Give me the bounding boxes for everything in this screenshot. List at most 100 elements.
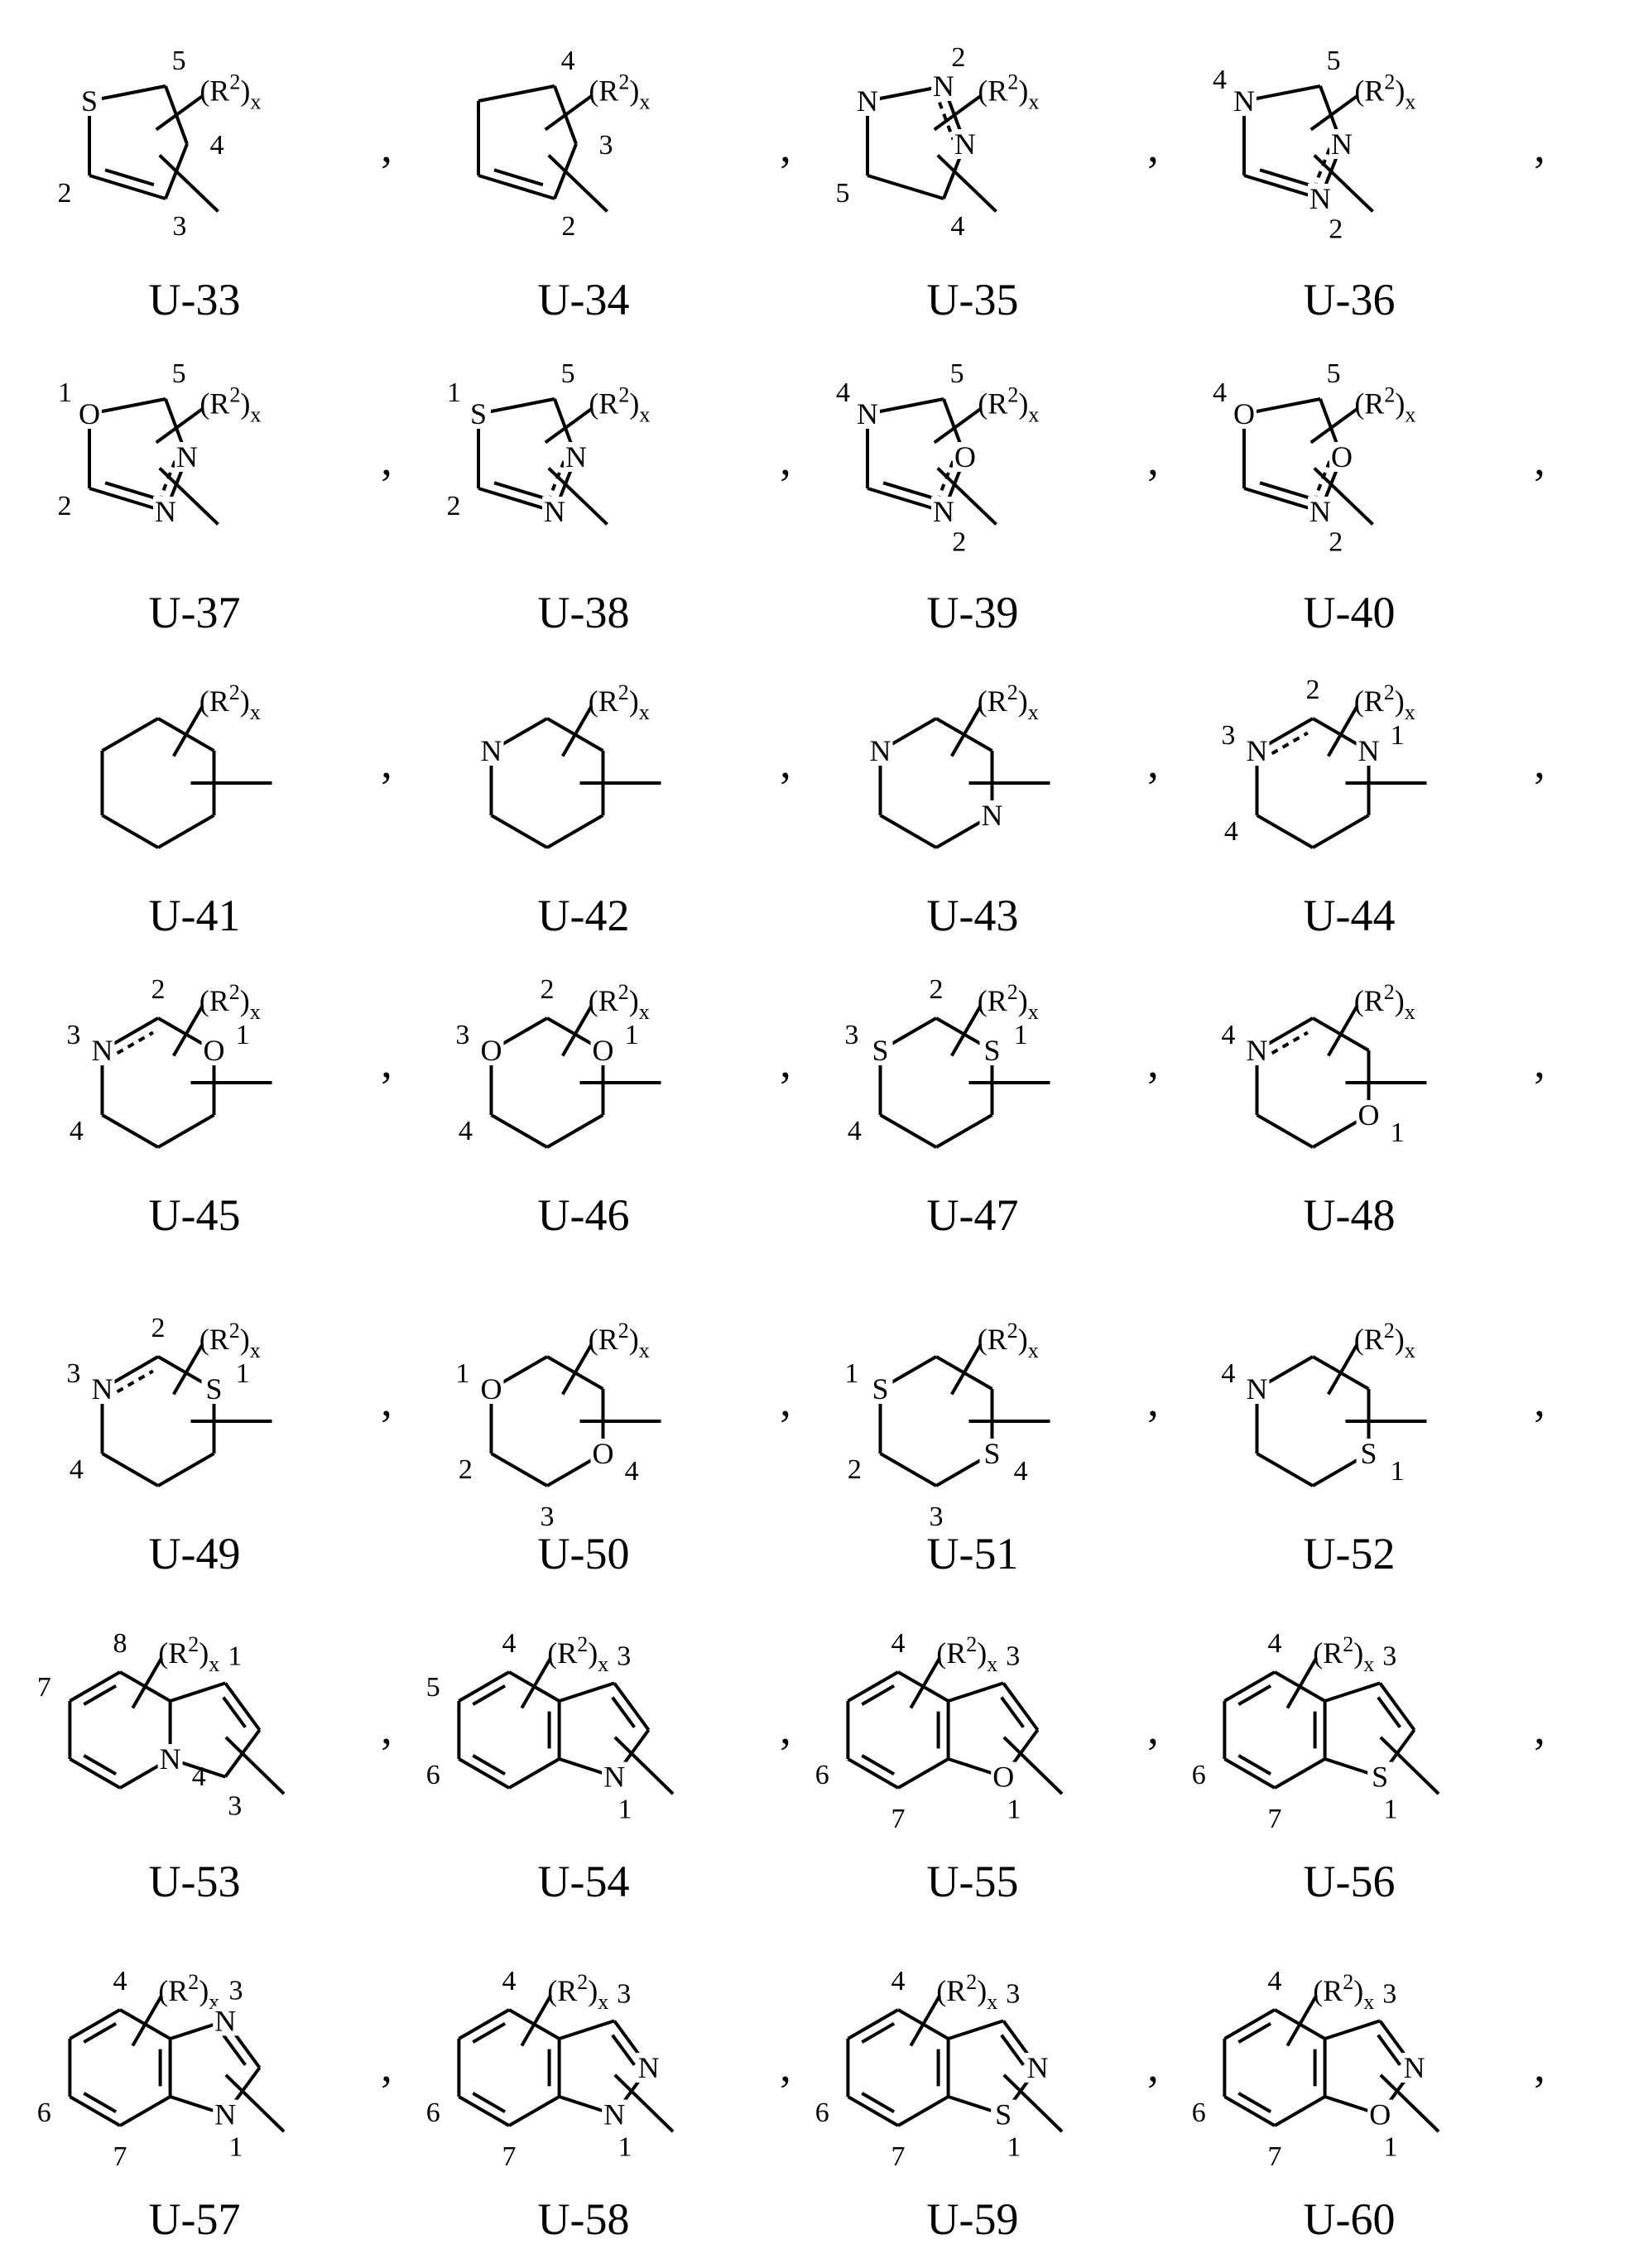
locant-number: 3 — [229, 1976, 243, 2006]
locant-number: 6 — [37, 2097, 51, 2128]
bond — [478, 86, 555, 101]
bond — [89, 175, 166, 199]
substituent-label: (R2)x — [936, 1970, 997, 2014]
bond — [103, 1115, 159, 1147]
atom-label: S — [872, 1034, 888, 1067]
locant-number: 6 — [815, 1760, 829, 1790]
atom-label: N — [1309, 495, 1331, 528]
locant-number: 2 — [848, 1454, 862, 1485]
substituent-label: (R2)x — [978, 680, 1039, 724]
locant-number: 3 — [844, 1020, 858, 1050]
locant-number: 1 — [1007, 2131, 1021, 2162]
bond — [949, 1683, 1004, 1701]
locant-number: 6 — [1192, 1760, 1206, 1790]
atom-label: N — [1247, 734, 1268, 767]
atom-label: N — [544, 495, 565, 528]
structure-u-56: (R2)xS47631 — [1068, 1564, 1482, 1896]
locant-number: 1 — [229, 2131, 243, 2162]
locant-number: 4 — [625, 1456, 639, 1487]
substituent-label: (R2)x — [589, 382, 650, 426]
locant-number: 5 — [426, 1672, 440, 1703]
atom-label: N — [1358, 734, 1380, 767]
locant-number: 3 — [599, 130, 613, 161]
locant-number: 2 — [151, 974, 166, 1005]
double-bond — [1002, 1698, 1023, 1727]
attachment-bond — [549, 156, 608, 212]
structure-u-59: (R2)xNS47631 — [691, 1902, 1105, 2233]
locant-number: 4 — [848, 1116, 862, 1146]
locant-number: 4 — [1221, 1358, 1235, 1389]
atom-label: N — [481, 734, 502, 767]
bond — [867, 175, 944, 199]
bond — [1325, 2021, 1381, 2039]
atom-label: N — [214, 2004, 236, 2037]
structure-label: U-45 — [149, 1189, 241, 1241]
bond — [1325, 1683, 1381, 1701]
bond — [881, 815, 937, 848]
bond — [936, 1115, 992, 1147]
structure-u-36: (R2)xNNN452 — [1084, 0, 1498, 310]
locant-number: 2 — [1306, 675, 1320, 705]
separator-comma: , — [1534, 1375, 1545, 1426]
double-bond — [1378, 2035, 1400, 2065]
substituent-label: (R2)x — [936, 1632, 997, 1676]
dashed-bond — [1272, 733, 1308, 753]
locant-number: 4 — [1268, 1628, 1282, 1659]
atom-label: N — [603, 1761, 625, 1794]
locant-number: 3 — [1382, 1641, 1396, 1671]
separator-comma: , — [1534, 737, 1545, 788]
bond — [103, 815, 159, 848]
dashed-bond — [118, 1032, 153, 1053]
locant-number: 4 — [1014, 1456, 1028, 1487]
locant-number: 6 — [815, 2097, 829, 2128]
structure-u-54: (R2)xN54631 — [302, 1564, 716, 1896]
locant-number: 7 — [1268, 2141, 1282, 2172]
double-bond — [613, 2035, 634, 2065]
locant-number: 2 — [952, 526, 966, 557]
structure-label: U-55 — [927, 1856, 1019, 1907]
locant-number: 1 — [844, 1358, 858, 1389]
locant-number: 4 — [1213, 65, 1227, 95]
atom-label: O — [954, 440, 976, 473]
locant-number: 6 — [426, 2097, 440, 2128]
atom-label: O — [204, 1034, 225, 1067]
substituent-label: (R2)x — [158, 1970, 219, 2014]
locant-number: 1 — [236, 1358, 250, 1389]
double-bond — [223, 1698, 245, 1727]
locant-number: 3 — [1221, 720, 1235, 751]
locant-number: 4 — [70, 1116, 84, 1146]
atom-label: N — [155, 495, 176, 528]
substituent-label: (R2)x — [589, 1319, 650, 1362]
atom-label: S — [470, 397, 487, 430]
substituent-label: (R2)x — [589, 980, 650, 1024]
double-bond — [1002, 2035, 1023, 2065]
locant-number: 1 — [1014, 1020, 1028, 1050]
locant-number: 1 — [447, 377, 461, 408]
substituent-label: (R2)x — [589, 70, 650, 113]
bond — [560, 1683, 615, 1701]
locant-number: 3 — [617, 1641, 631, 1671]
structure-u-38: (R2)xSNN152 — [319, 291, 733, 622]
dashed-bond — [1272, 1032, 1308, 1053]
locant-number: 1 — [1384, 2131, 1398, 2162]
atom-label: N — [92, 1034, 113, 1067]
substituent-label: (R2)x — [1354, 680, 1415, 724]
substituent-label: (R2)x — [1354, 382, 1415, 426]
atom-label: N — [1404, 2051, 1425, 2084]
substituent-label: (R2)x — [547, 1970, 608, 2014]
locant-number: 3 — [1006, 1978, 1020, 2009]
atom-label: N — [565, 440, 587, 473]
atom-label: N — [1247, 1372, 1268, 1405]
atom-label: N — [954, 127, 976, 161]
locant-number: 2 — [58, 178, 72, 209]
atom-label: O — [1233, 397, 1255, 430]
locant-number: 1 — [455, 1358, 469, 1389]
bond — [120, 2097, 171, 2126]
atom-label: N — [160, 1742, 181, 1775]
locant-number: 1 — [236, 1020, 250, 1050]
substituent-label: (R2)x — [978, 980, 1039, 1024]
locant-number: 4 — [891, 1628, 906, 1659]
locant-number: 7 — [1268, 1804, 1282, 1834]
substituent-label: (R2)x — [199, 980, 261, 1024]
atom-label: O — [1369, 2098, 1391, 2131]
